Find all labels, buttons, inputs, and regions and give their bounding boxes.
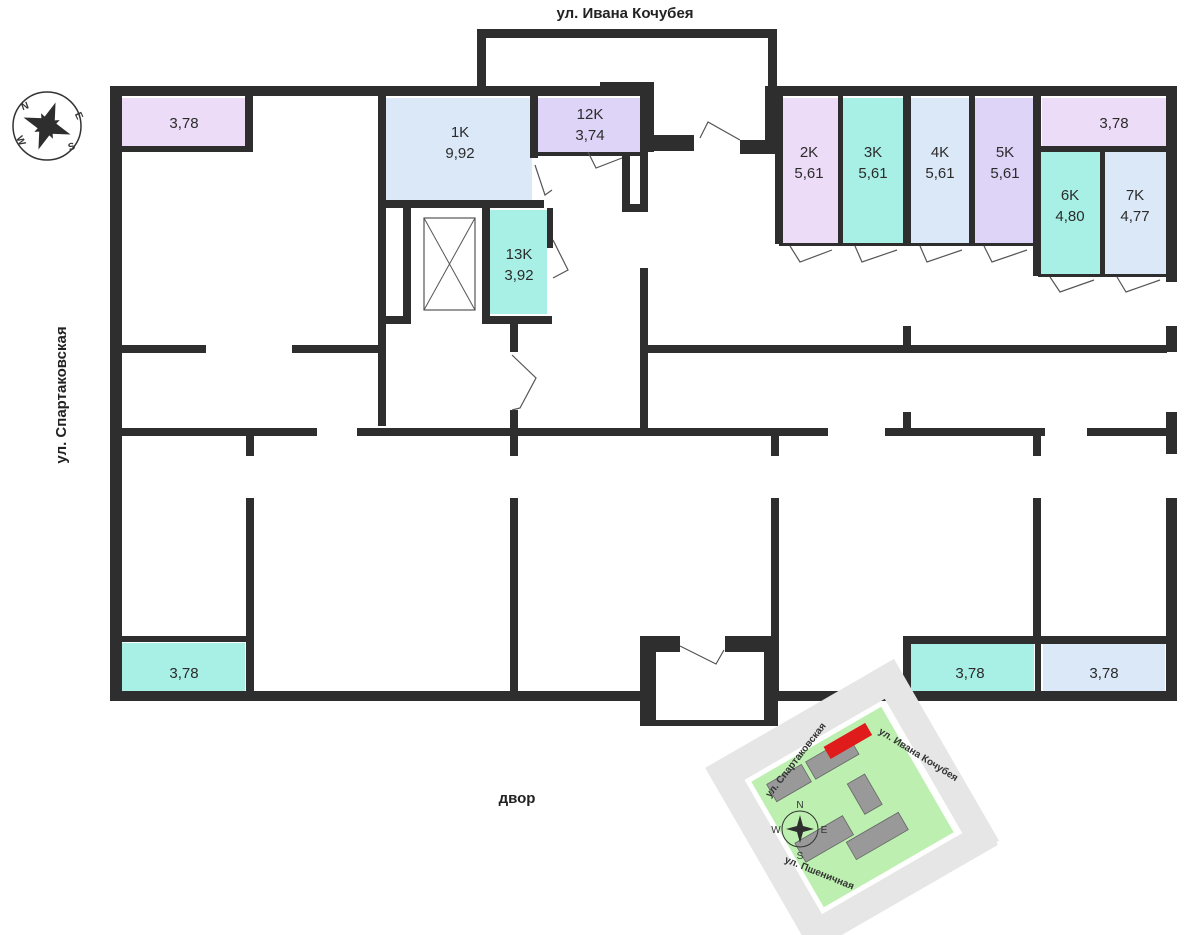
cell-br1-area: 3,78: [955, 665, 984, 682]
location-minimap: N E S W ул. Ивана Кочубея ул. Спартаковс…: [705, 658, 1000, 935]
cell-bl-area: 3,78: [169, 665, 198, 682]
cell-br2-fill: [1043, 643, 1165, 691]
room-labels: 3,78 1K 9,92 12K 3,74 13K 3,92 2K 5,61 3…: [169, 106, 1149, 682]
room-12k-id: 12K: [577, 106, 604, 123]
street-left-label: ул. Спартаковская: [53, 326, 70, 463]
room-7k-id: 7K: [1126, 187, 1144, 204]
compass-n: N: [20, 100, 31, 113]
yard-label: двор: [499, 790, 536, 807]
room-3k-fill[interactable]: [842, 98, 904, 243]
svg-text:N: N: [796, 800, 803, 811]
cell-tr-fill: [1042, 98, 1166, 146]
cell-br2-area: 3,78: [1089, 665, 1118, 682]
room-2k-fill[interactable]: [779, 98, 839, 243]
room-4k-fill[interactable]: [909, 98, 970, 243]
room-4k-area: 5,61: [925, 165, 954, 182]
room-13k-id: 13K: [506, 246, 533, 263]
room-6k-fill[interactable]: [1038, 152, 1101, 275]
elevator-shaft: [423, 217, 476, 311]
room-6k-area: 4,80: [1055, 208, 1084, 225]
compass-s: S: [67, 141, 77, 154]
svg-text:W: W: [771, 825, 781, 836]
room-4k-id: 4K: [931, 144, 949, 161]
room-6k-id: 6K: [1061, 187, 1079, 204]
doors: [511, 121, 1161, 665]
room-7k-area: 4,77: [1120, 208, 1149, 225]
compass-rose: N E S W: [12, 91, 85, 161]
room-3k-area: 5,61: [858, 165, 887, 182]
walls: [110, 29, 1177, 726]
street-top-label: ул. Ивана Кочубея: [556, 5, 693, 22]
svg-text:E: E: [821, 825, 828, 836]
cell-tl-fill: [122, 98, 245, 146]
cell-bl-fill: [122, 643, 245, 691]
room-1k-area: 9,92: [445, 145, 474, 162]
room-2k-area: 5,61: [794, 165, 823, 182]
svg-text:S: S: [797, 851, 804, 862]
room-5k-fill[interactable]: [974, 98, 1035, 243]
room-5k-area: 5,61: [990, 165, 1019, 182]
minimap-compass-icon: [786, 815, 814, 843]
cell-br1-fill: [911, 643, 1034, 691]
compass-e: E: [72, 111, 85, 122]
cell-tr-area: 3,78: [1099, 115, 1128, 132]
room-2k-id: 2K: [800, 144, 818, 161]
room-13k-area: 3,92: [504, 267, 533, 284]
room-1k-fill[interactable]: [386, 98, 532, 200]
minimap-compass: N E S W: [771, 800, 827, 862]
highlighted-building: [823, 722, 873, 760]
cell-tl-area: 3,78: [169, 115, 198, 132]
room-12k-fill[interactable]: [538, 98, 642, 153]
room-1k-id: 1K: [451, 124, 469, 141]
room-fills: [122, 98, 1166, 691]
room-13k-fill[interactable]: [490, 210, 547, 314]
room-3k-id: 3K: [864, 144, 882, 161]
room-7k-fill[interactable]: [1104, 152, 1166, 275]
room-12k-area: 3,74: [575, 127, 604, 144]
room-5k-id: 5K: [996, 144, 1014, 161]
